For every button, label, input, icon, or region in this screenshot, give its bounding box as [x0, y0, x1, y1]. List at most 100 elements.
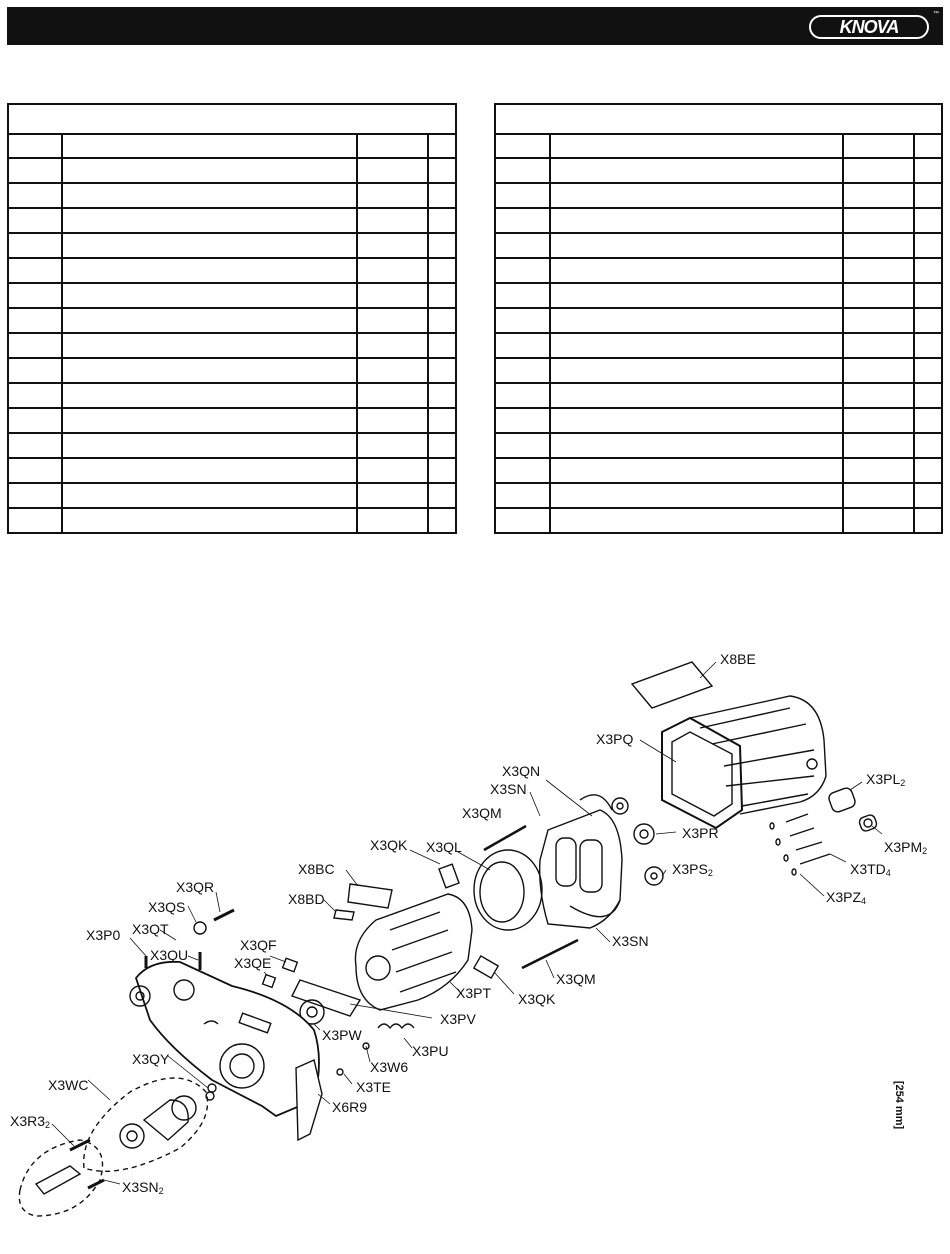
- table-row: [7, 282, 457, 309]
- label-x3qr: X3QR: [176, 879, 214, 895]
- table-cell: [355, 157, 430, 184]
- table-cell: [60, 282, 358, 309]
- table-cell: [427, 382, 457, 409]
- table-cell: [355, 332, 430, 359]
- table-cell: [355, 207, 430, 234]
- table-row: [493, 482, 943, 509]
- svg-text:X3QM: X3QM: [556, 971, 596, 987]
- table-cell: [842, 157, 916, 184]
- label-x3pz-sub: 4: [861, 896, 866, 906]
- table-cell: [493, 382, 552, 409]
- gear-housing-drawing: [129, 960, 320, 1118]
- table-cell: [60, 507, 358, 534]
- table-header-row: [7, 133, 457, 159]
- table-cell: [355, 182, 430, 209]
- label-x3pv: X3PV: [440, 1011, 476, 1027]
- trademark-mark: ™: [933, 11, 939, 17]
- svg-text:X3QE: X3QE: [234, 955, 271, 971]
- carbon-brush-drawing: [438, 863, 460, 889]
- label-x3qy: X3QY: [132, 1051, 170, 1067]
- table-cell: [842, 207, 916, 234]
- table-cell: [427, 457, 457, 484]
- label-x3sn2-sub: 2: [159, 1186, 164, 1196]
- table-cell: [7, 157, 63, 184]
- table-title-cell: [494, 103, 943, 135]
- motor-housing-drawing: [661, 695, 827, 830]
- table-row: [493, 157, 943, 184]
- armature-drawing: [354, 893, 473, 1011]
- svg-text:X3TE: X3TE: [356, 1079, 391, 1095]
- svg-text:X3QR: X3QR: [176, 879, 214, 895]
- table-cell: [493, 257, 552, 284]
- svg-text:X3PW: X3PW: [322, 1027, 362, 1043]
- table-cell: [549, 507, 845, 534]
- label-x3pr: X3PR: [682, 825, 719, 841]
- guard-handle-drawing: [295, 1059, 323, 1142]
- svg-text:X3QU: X3QU: [150, 947, 188, 963]
- table-cell: [549, 282, 845, 309]
- table-cell: [60, 357, 358, 384]
- table-row: [493, 332, 943, 359]
- table-cell: [549, 207, 845, 234]
- table-cell: [549, 357, 845, 384]
- table-cell: [913, 407, 943, 434]
- table-cell: [427, 282, 457, 309]
- table-cell: [493, 182, 552, 209]
- table-cell: [427, 357, 457, 384]
- label-x3te: X3TE: [356, 1079, 391, 1095]
- svg-text:X3QY: X3QY: [132, 1051, 170, 1067]
- label-x8bd: X8BD: [288, 891, 325, 907]
- table-cell: [427, 507, 457, 534]
- svg-text:X3PQ: X3PQ: [596, 731, 633, 747]
- table-cell: [7, 407, 63, 434]
- svg-text:X6R9: X6R9: [332, 1099, 367, 1115]
- label-x6r9: X6R9: [332, 1099, 367, 1115]
- svg-text:X8BE: X8BE: [720, 651, 756, 667]
- svg-text:X3QK: X3QK: [518, 991, 556, 1007]
- brush-ring-drawing: [473, 849, 543, 931]
- table-cell: [60, 257, 358, 284]
- svg-text:X3QF: X3QF: [240, 937, 277, 953]
- table-cell: [355, 382, 430, 409]
- table-cell: [7, 357, 63, 384]
- table-cell: [493, 432, 552, 459]
- table-cell: [842, 407, 916, 434]
- label-x3qm-upper: X3QM: [462, 805, 502, 821]
- svg-text:X3PL2: X3PL2: [866, 771, 905, 788]
- table-header-cell: [913, 133, 943, 159]
- label-x3sn2: X3SN: [122, 1179, 159, 1195]
- svg-text:X8BD: X8BD: [288, 891, 325, 907]
- table-cell: [427, 182, 457, 209]
- table-cell: [493, 457, 552, 484]
- label-x3qk-upper: X3QK: [370, 837, 408, 853]
- screw-drawing: [213, 908, 235, 922]
- label-x3pw: X3PW: [322, 1027, 362, 1043]
- label-x3qn: X3QN: [502, 763, 540, 779]
- page-size-note-text: [254 mm]: [893, 1081, 905, 1130]
- table-cell: [549, 432, 845, 459]
- table-cell: [842, 332, 916, 359]
- table-cell: [842, 382, 916, 409]
- part-labels: X8BE X3PQ X3QN X3SN X3QM X3PL2 X3PR X3PM…: [10, 651, 927, 1196]
- table-cell: [913, 482, 943, 509]
- diagram-drawings: [18, 661, 878, 1217]
- label-x3qt: X3QT: [132, 921, 169, 937]
- table-row: [7, 157, 457, 184]
- table-header-cell: [427, 133, 457, 159]
- label-x3qm-lower: X3QM: [556, 971, 596, 987]
- table-cell: [355, 407, 430, 434]
- svg-text:X3WC: X3WC: [48, 1077, 88, 1093]
- table-cell: [493, 232, 552, 259]
- label-x3sn-upper: X3SN: [490, 781, 527, 797]
- table-row: [7, 482, 457, 509]
- table-cell: [842, 457, 916, 484]
- table-cell: [549, 157, 845, 184]
- table-cell: [7, 307, 63, 334]
- svg-text:X3PS2: X3PS2: [672, 861, 713, 878]
- table-cell: [913, 457, 943, 484]
- label-x3r3: X3R3: [10, 1113, 45, 1129]
- table-row: [7, 257, 457, 284]
- table-cell: [549, 482, 845, 509]
- label-x3qk-lower: X3QK: [518, 991, 556, 1007]
- table-cell: [549, 332, 845, 359]
